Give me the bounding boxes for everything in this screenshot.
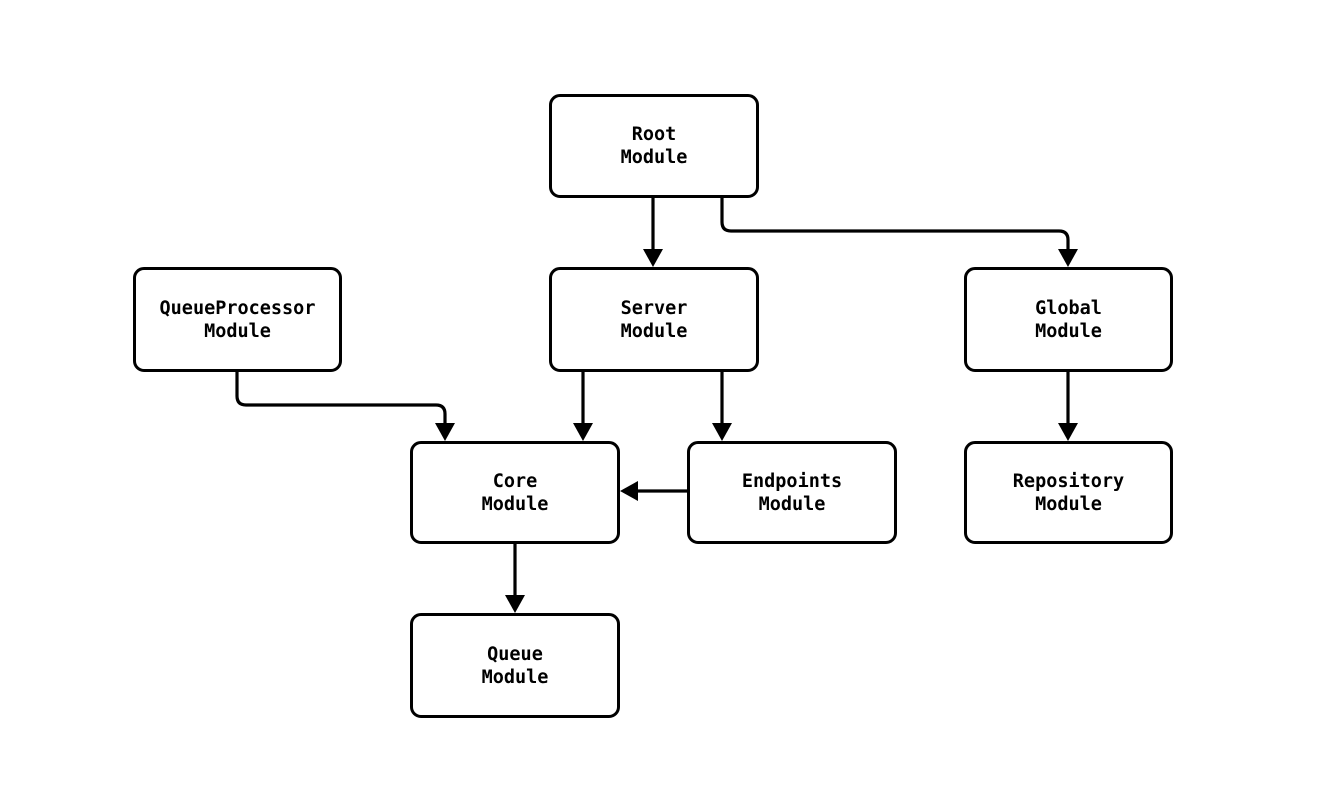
edge-queueprocessor-to-core (235, 372, 455, 441)
edge-server-to-core (573, 372, 593, 441)
node-queue-module-line2: Module (481, 666, 549, 688)
edge-core-to-queue (505, 544, 525, 613)
node-core-module-line2: Module (481, 493, 549, 515)
node-server-module-line1: Server (620, 297, 688, 319)
node-repository-module[interactable]: Repository Module (964, 441, 1173, 544)
node-root-module-line2: Module (620, 147, 688, 168)
node-queueprocessor-module-line2: Module (204, 320, 271, 342)
edge-endpoints-to-core (620, 481, 687, 501)
node-root-module-line1: Root (631, 124, 677, 145)
node-queue-module[interactable]: Queue Module (410, 613, 620, 718)
node-queueprocessor-module-line1: QueueProcessor (159, 297, 316, 319)
node-endpoints-module-line2: Module (758, 493, 826, 515)
node-queue-module-line1: Queue (487, 643, 543, 665)
node-repository-module-line2: Module (1035, 493, 1102, 515)
node-endpoints-module-line1: Endpoints (741, 470, 843, 492)
edge-root-to-global (720, 198, 1078, 267)
node-server-module[interactable]: Server Module (549, 267, 759, 372)
edge-global-to-repository (1058, 372, 1078, 441)
node-global-module-line2: Module (1035, 320, 1102, 342)
node-core-module[interactable]: Core Module (410, 441, 620, 544)
edge-root-to-server (643, 198, 663, 267)
edge-server-to-endpoints (712, 372, 732, 441)
node-endpoints-module[interactable]: Endpoints Module (687, 441, 897, 544)
node-global-module-line1: Global (1035, 297, 1102, 319)
node-root-module[interactable]: Root Module (549, 94, 759, 198)
node-queueprocessor-module[interactable]: QueueProcessor Module (133, 267, 342, 372)
node-server-module-line2: Module (620, 320, 688, 342)
node-core-module-line1: Core (492, 470, 538, 492)
node-repository-module-line1: Repository (1012, 470, 1125, 492)
node-global-module[interactable]: Global Module (964, 267, 1173, 372)
